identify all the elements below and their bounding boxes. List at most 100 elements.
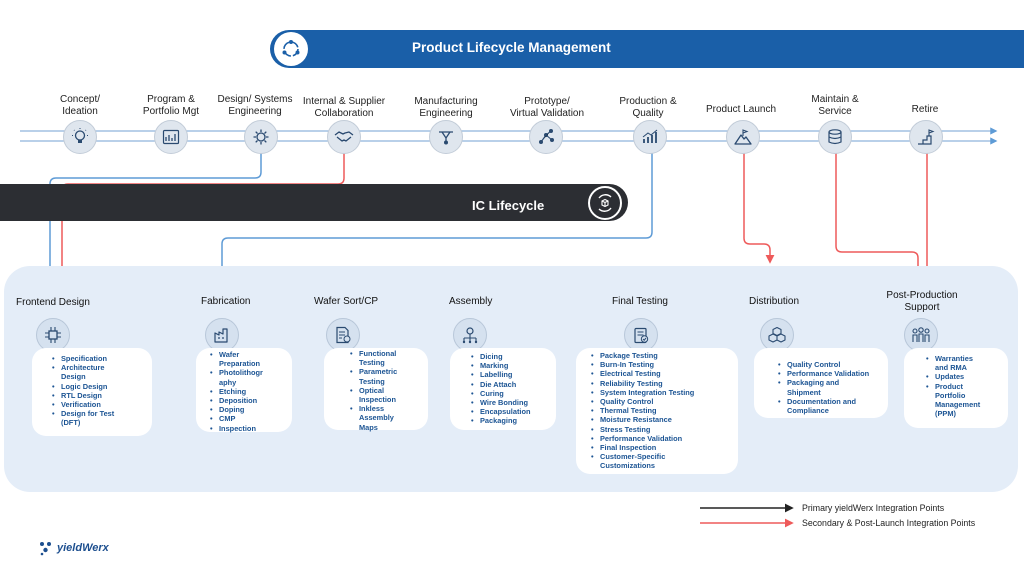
yieldwerx-logo-icon: [40, 542, 51, 556]
logo-text: yieldWerx: [57, 542, 109, 554]
plm-stage-label-collab: Internal & Supplier Collaboration: [302, 96, 386, 119]
legend-lines: [700, 503, 794, 528]
list-item: Dicing: [471, 352, 552, 361]
list-item: CMP: [210, 414, 288, 423]
yieldwerx-logo: yieldWerx: [38, 540, 109, 556]
assembly-box: Dicing Marking Labelling Die Attach Curi…: [450, 348, 556, 430]
list-item: RTL Design: [52, 391, 146, 400]
dashboard-icon: [154, 120, 188, 154]
handshake-icon: [327, 120, 361, 154]
list-item: Wafer Preparation: [210, 350, 288, 368]
clipboard-check-icon: [624, 318, 658, 352]
list-item: System Integration Testing: [591, 388, 734, 397]
growth-chart-icon: [633, 120, 667, 154]
network-icon: [529, 120, 563, 154]
gear-chip-icon: [244, 120, 278, 154]
legend-secondary-label: Secondary & Post-Launch Integration Poin…: [802, 518, 976, 528]
list-item: Logic Design: [52, 382, 146, 391]
ic-stage-label-post-production: Post-Production Support: [886, 290, 958, 313]
list-item: Stress Testing: [591, 425, 734, 434]
ic-stage-label-fabrication: Fabrication: [201, 296, 251, 307]
plm-stage-label-maintain: Maintain & Service: [811, 94, 859, 117]
ic-stage-label-wafer-sort: Wafer Sort/CP: [314, 296, 379, 307]
factory-icon: [205, 318, 239, 352]
list-item: Verification: [52, 400, 146, 409]
list-item: Moisture Resistance: [591, 415, 734, 424]
plm-banner: [270, 30, 1024, 68]
list-item: Warranties and RMA: [926, 354, 1004, 372]
list-item: Package Testing: [591, 351, 734, 360]
legend-primary-label: Primary yieldWerx Integration Points: [802, 503, 945, 513]
ic-stage-label-frontend: Frontend Design: [16, 297, 90, 308]
people-icon: [904, 318, 938, 352]
list-item: Die Attach: [471, 380, 552, 389]
list-item: Reliability Testing: [591, 379, 734, 388]
ic-stage-label-assembly: Assembly: [449, 296, 493, 307]
plm-stage-label-manufacturing: Manufacturing Engineering: [414, 96, 478, 119]
list-item: Specification: [52, 354, 146, 363]
database-icon: [818, 120, 852, 154]
list-item: Functional Testing: [350, 349, 424, 367]
list-item: Performance Validation: [778, 369, 884, 378]
list-item: Updates: [926, 372, 1004, 381]
cycle-icon: [274, 32, 308, 66]
document-check-icon: [326, 318, 360, 352]
connector-production-to-fabrication: [217, 152, 653, 290]
list-item: Photolithogr aphy: [210, 368, 288, 386]
list-item: Deposition: [210, 396, 288, 405]
list-item: Burn-In Testing: [591, 360, 734, 369]
plm-stage-label-prototype: Prototype/ Virtual Validation: [509, 96, 585, 119]
connector-maintain-to-support: [835, 152, 923, 290]
list-item: Packaging and Shipment: [778, 378, 884, 396]
list-item: Quality Control: [591, 397, 734, 406]
ic-lifecycle-bar: [0, 184, 628, 221]
chip-icon: [36, 318, 70, 352]
list-item: Design for Test (DFT): [52, 409, 146, 427]
list-item: Architecture Design: [52, 363, 146, 381]
list-item: Packaging: [471, 416, 552, 425]
plm-stage-label-retire: Retire: [911, 104, 939, 115]
list-item: Marking: [471, 361, 552, 370]
list-item: Doping: [210, 405, 288, 414]
list-item: Electrical Testing: [591, 369, 734, 378]
plm-stage-label-design: Design/ Systems Engineering: [217, 94, 293, 117]
list-item: Quality Control: [778, 360, 884, 369]
cycle-box-icon: [588, 186, 622, 220]
connector-launch-to-distribution: [743, 152, 775, 264]
list-item: Curing: [471, 389, 552, 398]
list-item: Performance Validation: [591, 434, 734, 443]
steps-flag-icon: [909, 120, 943, 154]
list-item: Encapsulation: [471, 407, 552, 416]
wafer-sort-box: Functional Testing Parametric Testing Op…: [324, 348, 428, 432]
page-title: Product Lifecycle Management: [412, 40, 611, 55]
ic-lifecycle-title: IC Lifecycle: [472, 198, 545, 213]
ic-stage-label-final-testing: Final Testing: [612, 296, 668, 307]
robot-arm-icon: [429, 120, 463, 154]
list-item: Labelling: [471, 370, 552, 379]
gear-tree-icon: [453, 318, 487, 352]
frontend-design-box: Specification Architecture Design Logic …: [32, 348, 152, 436]
fabrication-box: Wafer Preparation Photolithogr aphy Etch…: [196, 348, 292, 433]
list-item: Inspection: [210, 424, 288, 433]
list-item: Inkless Assembly Maps: [350, 404, 424, 432]
boxes-icon: [760, 318, 794, 352]
final-testing-box: Package Testing Burn-In Testing Electric…: [576, 348, 738, 474]
list-item: Parametric Testing: [350, 367, 424, 385]
list-item: Documentation and Compliance: [778, 397, 884, 415]
list-item: Etching: [210, 387, 288, 396]
plm-stage-label-concept: Concept/ Ideation: [59, 94, 101, 117]
list-item: Final Inspection: [591, 443, 734, 452]
ic-stage-label-distribution: Distribution: [749, 296, 800, 307]
distribution-box: Quality Control Performance Validation P…: [754, 348, 888, 418]
plm-stage-label-program: Program & Portfolio Mgt: [142, 94, 200, 117]
lightbulb-icon: [63, 120, 97, 154]
list-item: Optical Inspection: [350, 386, 424, 404]
mountain-flag-icon: [726, 120, 760, 154]
plm-stage-label-production: Production & Quality: [619, 96, 677, 119]
list-item: Wire Bonding: [471, 398, 552, 407]
connector-design-to-frontend: [45, 152, 262, 288]
list-item: Customer-Specific Customizations: [591, 452, 734, 470]
plm-stage-label-launch: Product Launch: [705, 104, 777, 115]
list-item: Product Portfolio Management (PPM): [926, 382, 1004, 419]
list-item: Thermal Testing: [591, 406, 734, 415]
